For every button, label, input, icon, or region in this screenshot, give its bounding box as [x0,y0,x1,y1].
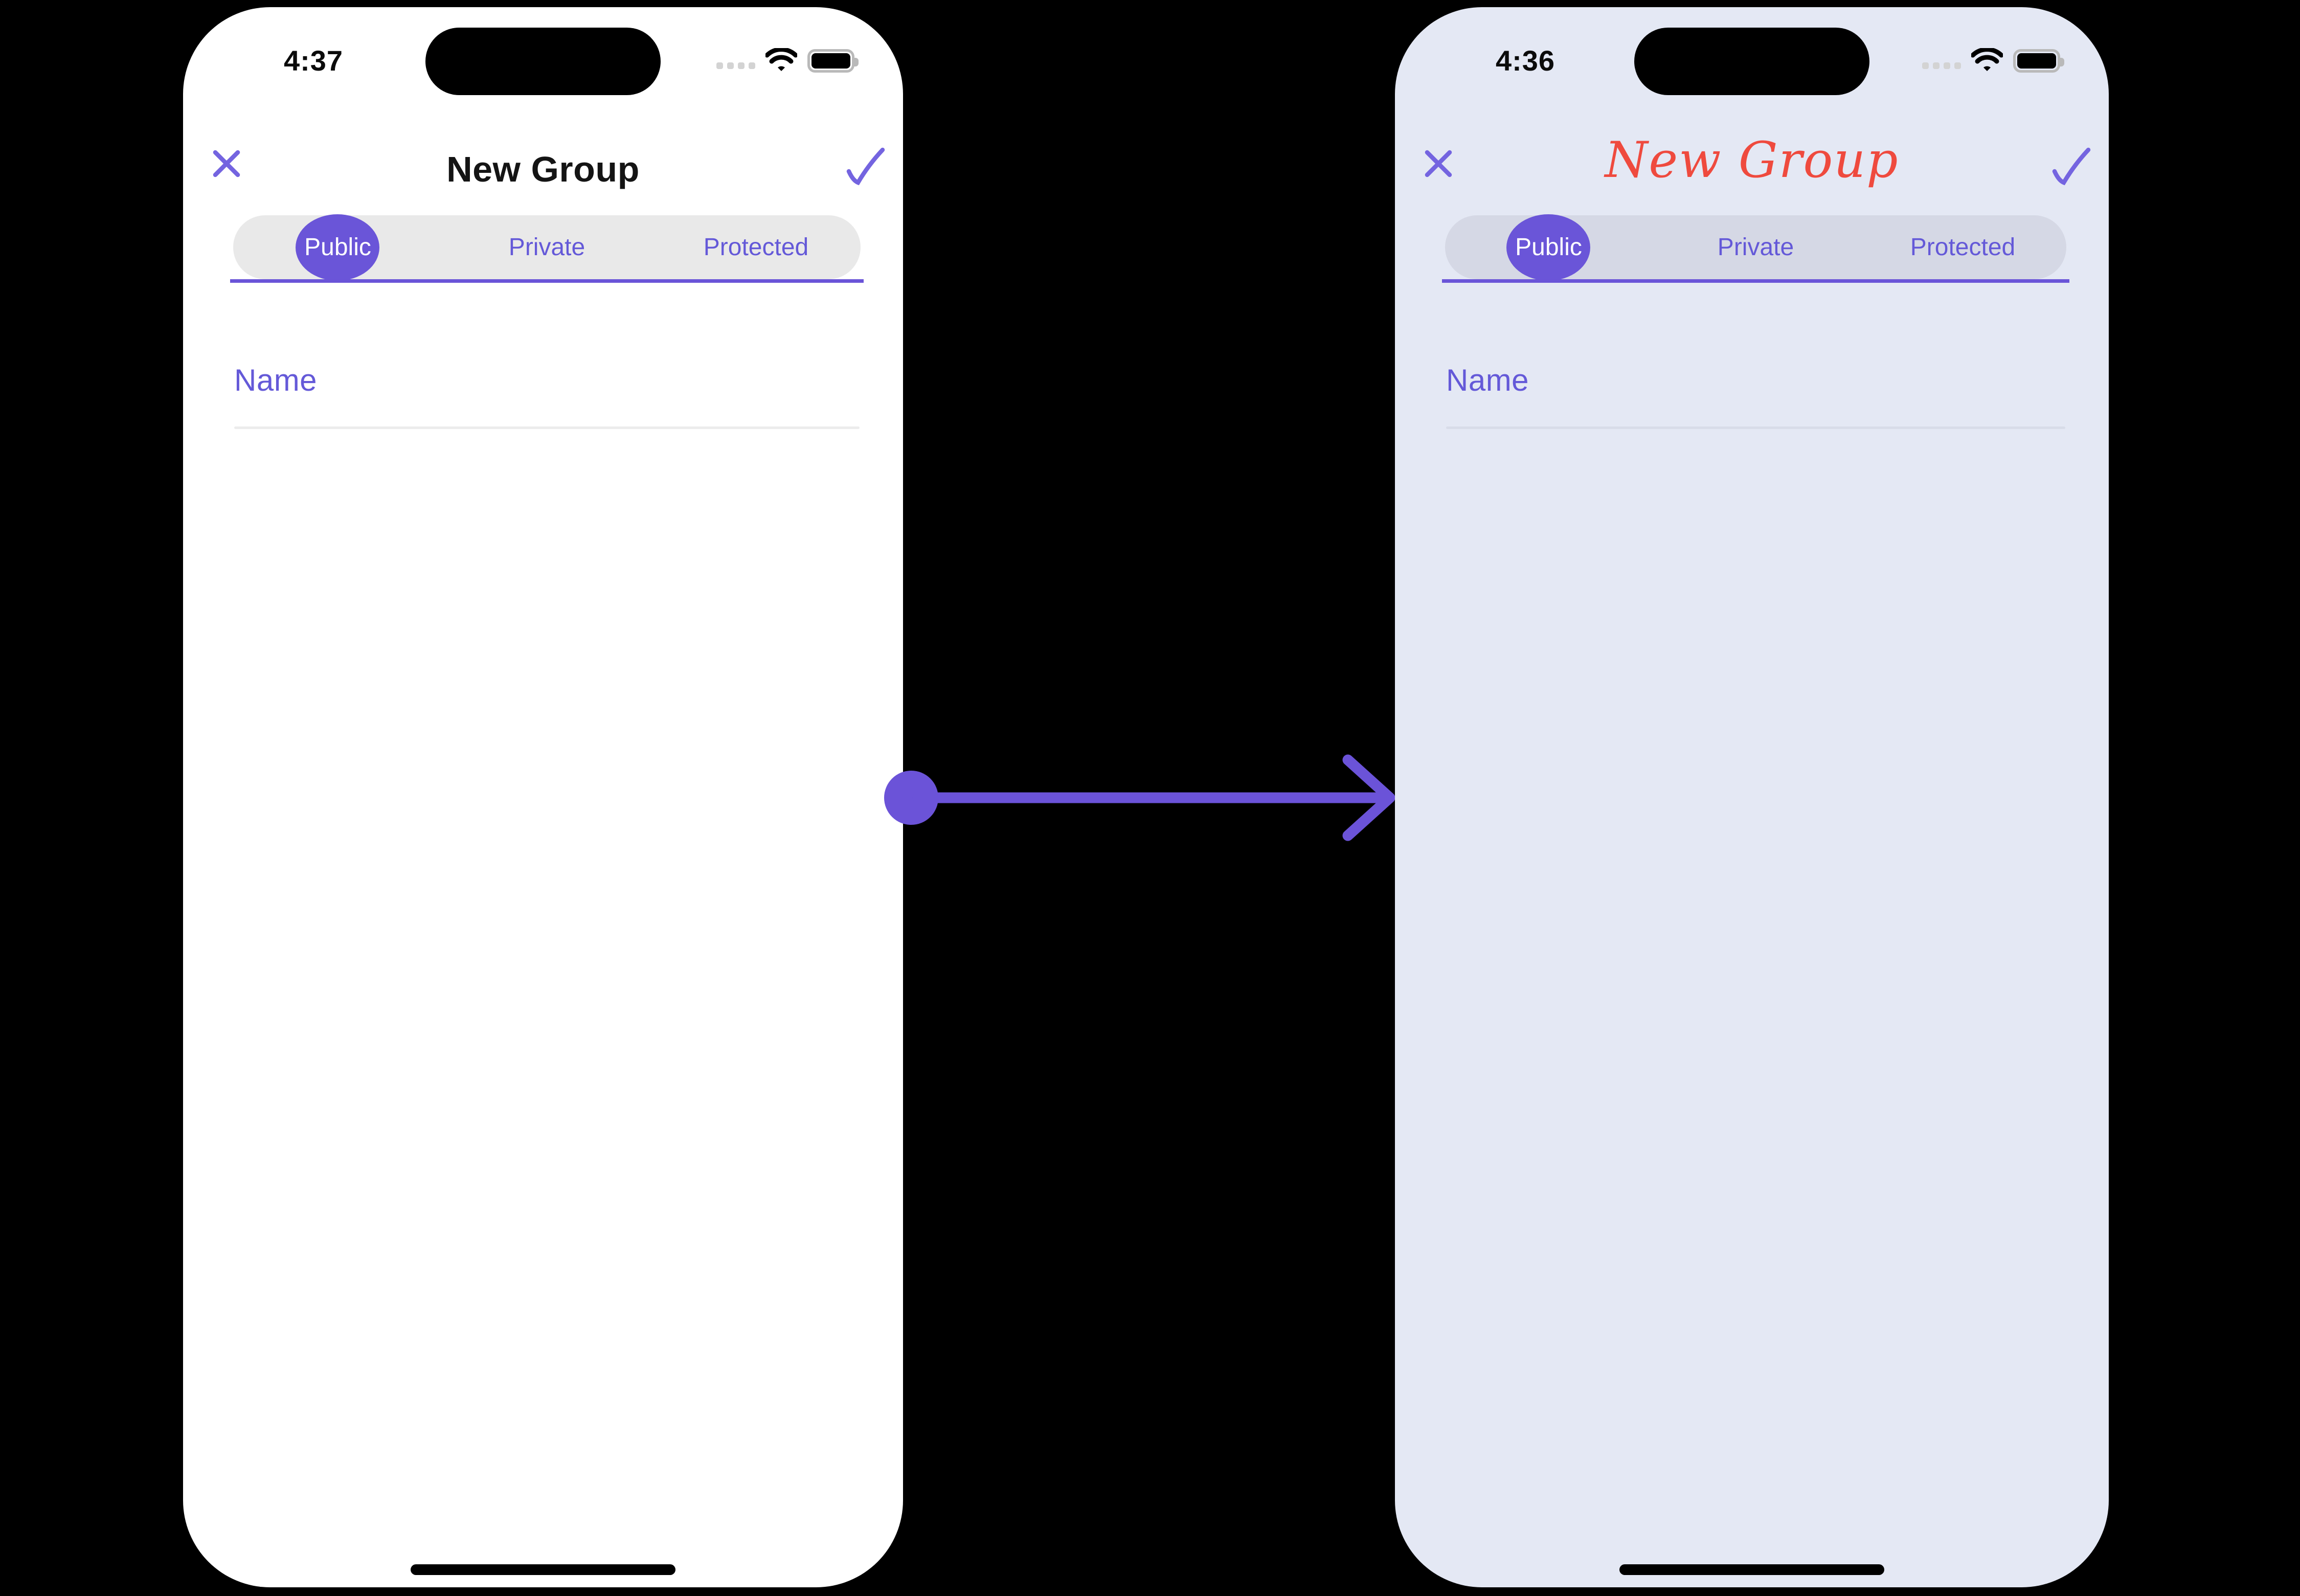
cellular-signal-icon [1922,53,1961,69]
checkmark-icon [2051,147,2091,190]
close-x-icon [1425,150,1452,179]
status-bar: 4:37 [183,7,903,115]
segmented-underline [230,279,864,283]
page-title: New Group [446,149,640,189]
close-button[interactable] [1425,150,1452,177]
checkmark-icon [846,147,886,190]
status-icons [1922,47,2064,74]
tab-private[interactable]: Private [442,215,651,279]
name-field-underline [1446,426,2065,429]
dynamic-island [1634,28,1869,95]
arrowhead-right-icon [1342,754,1395,841]
battery-icon [2013,49,2064,73]
name-field-underline [234,426,860,429]
tab-protected[interactable]: Protected [1859,215,2066,279]
tab-private[interactable]: Private [1652,215,1859,279]
home-indicator [411,1564,675,1575]
selected-tab-indicator [1506,214,1591,281]
status-bar: 4:36 [1395,7,2109,115]
arrow-start-dot [884,771,938,825]
name-placeholder: Name [234,363,318,397]
selected-tab-indicator [296,214,380,281]
phone-after: 4:36 [1395,7,2109,1587]
confirm-button[interactable] [846,147,886,189]
tab-protected[interactable]: Protected [651,215,861,279]
home-indicator [1619,1564,1884,1575]
name-input[interactable]: Name [1446,364,2065,429]
tab-public[interactable]: Public [1445,215,1652,279]
header: New Group [1395,131,2109,214]
confirm-button[interactable] [2051,147,2091,189]
page-title: New Group [1605,131,1899,189]
status-time: 4:36 [1495,44,1555,77]
status-time: 4:37 [283,44,344,77]
dynamic-island [425,28,661,95]
name-input[interactable]: Name [234,364,860,429]
transition-arrow [869,752,1401,844]
tab-public[interactable]: Public [233,215,442,279]
battery-icon [807,49,859,73]
close-button[interactable] [213,150,240,177]
wifi-icon [1970,47,2004,74]
name-placeholder: Name [1446,363,1529,397]
status-icons [716,47,859,74]
header: New Group [183,138,903,214]
wifi-icon [764,47,798,74]
segmented-control: Public Private Protected [230,214,864,283]
segmented-underline [1442,279,2069,283]
segmented-control: Public Private Protected [1442,214,2069,283]
phone-before: 4:37 [183,7,903,1587]
cellular-signal-icon [716,53,755,69]
close-x-icon [213,150,240,179]
